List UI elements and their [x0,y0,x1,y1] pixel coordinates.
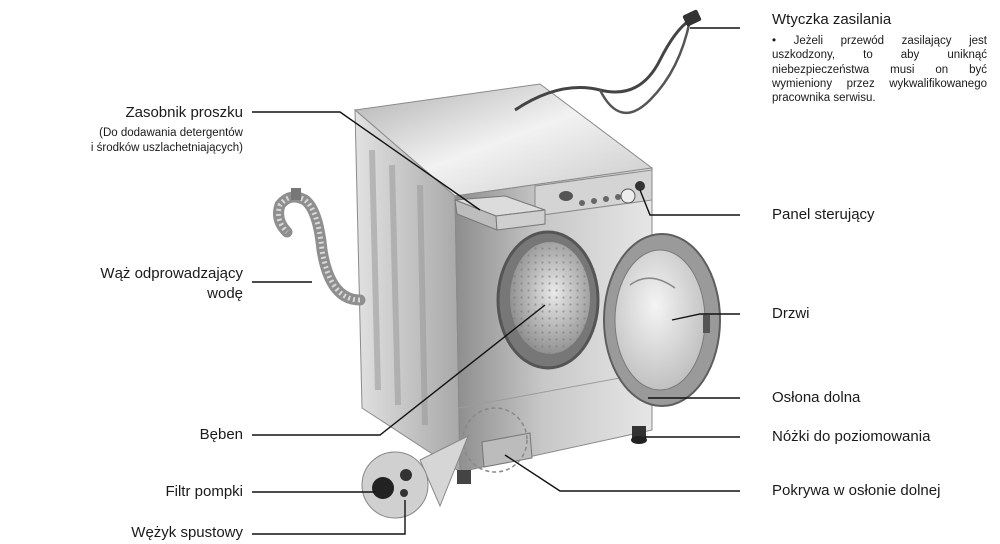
door-graphic [604,234,720,406]
control-panel-label: Panel sterujący [772,206,875,224]
leveling-feet-label: Nóżki do poziomowania [772,428,930,446]
lower-cover-cap-label: Pokrywa w osłonie dolnej [772,482,940,500]
drain-hose-label-2: wodę [207,285,243,303]
detergent-drawer-label: Zasobnik proszku [125,104,243,122]
drain-hose-label-1: Wąż odprowadzający [100,265,243,283]
power-plug-label: Wtyczka zasilania [772,11,891,29]
drain-tube-label: Wężyk spustowy [131,524,243,542]
detergent-drawer-sub-2: i środków uszlachetniających) [91,141,243,155]
drum-label: Bęben [200,426,243,444]
drum-graphic [498,232,598,368]
door-label: Drzwi [772,305,810,323]
pump-filter-label: Filtr pompki [165,483,243,501]
drain-hose-graphic [279,188,360,300]
power-plug-note: • Jeżeli przewód zasilający jest uszkodz… [772,34,987,105]
detergent-drawer-sub-1: (Do dodawania detergentów [99,126,243,140]
lower-cover-label: Osłona dolna [772,389,860,407]
filter-magnifier-graphic [362,436,468,518]
